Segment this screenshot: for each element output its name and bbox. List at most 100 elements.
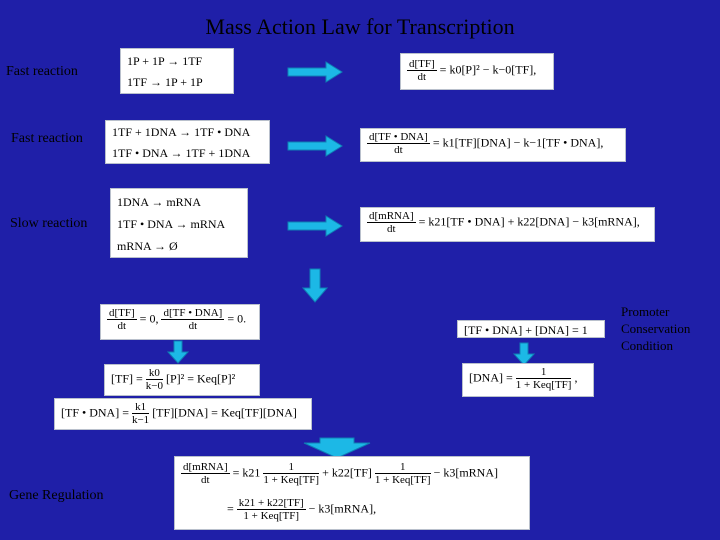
steady-state: d[TF] dt = 0, d[TF • DNA] dt = 0.	[107, 307, 246, 332]
tf-frac-den: k−0	[145, 380, 163, 392]
tf-equilibrium: [TF] = k0 k−0 [P]² = Keq[P]²	[111, 367, 235, 392]
reaction-3a-text: 1DNA → mRNA	[117, 195, 202, 209]
tf-frac: k0 k−0	[145, 367, 163, 392]
ode-2: d[TF • DNA] dt = k1[TF][DNA] − k−1[TF • …	[367, 131, 603, 156]
gene-regulation-line-2: = k21 + k22[TF] 1 + Keq[TF] − k3[mRNA],	[227, 497, 376, 522]
gene-regulation-label: Gene Regulation	[9, 488, 104, 503]
steady-a: d[TF] dt	[107, 307, 137, 332]
tfdna-equilibrium: [TF • DNA] = k1 k−1 [TF][DNA] = Keq[TF][…	[61, 401, 297, 426]
gr-l1-f1-num: 1	[263, 461, 320, 474]
tf-rhs: [P]² = Keq[P]²	[165, 371, 236, 386]
gr-l2-f: k21 + k22[TF] 1 + Keq[TF]	[236, 497, 306, 522]
right-arrow-icon	[287, 61, 343, 83]
reaction-box-1: 1P + 1P → 1TF 1TF → 1P + 1P	[120, 48, 234, 94]
gr-l2-b: − k3[mRNA],	[308, 501, 377, 516]
gr-l2-f-den: 1 + Keq[TF]	[243, 510, 300, 522]
steady-b-num: d[TF • DNA]	[161, 307, 225, 320]
promoter-label-line-2: Conservation	[621, 321, 691, 336]
tfdna-lhs: [TF • DNA] =	[61, 405, 129, 420]
reaction-3c-text: mRNA → Ø	[117, 239, 178, 253]
tfdna-rhs: [TF][DNA] = Keq[TF][DNA]	[152, 405, 297, 420]
steady-b-den: dt	[188, 320, 198, 332]
reaction-3b-text: 1TF • DNA → mRNA	[117, 217, 226, 231]
gr-l1-f2: 1 1 + Keq[TF]	[374, 461, 431, 486]
ode-2-den: dt	[394, 144, 403, 156]
fast-reaction-label-1: Fast reaction	[6, 64, 78, 79]
reaction-3b: 1TF • DNA → mRNA	[117, 217, 225, 232]
dna-lhs: [DNA] =	[469, 370, 513, 385]
page-title: Mass Action Law for Transcription	[205, 14, 515, 39]
gr-lhs: d[mRNA] dt	[181, 461, 230, 486]
tfdna-equilibrium-box: [TF • DNA] = k1 k−1 [TF][DNA] = Keq[TF][…	[54, 398, 312, 430]
steady-a-num: d[TF]	[107, 307, 137, 320]
dna-eq: [DNA] = 1 1 + Keq[TF] ,	[469, 366, 577, 391]
gr-l1-c: − k3[mRNA]	[433, 465, 498, 480]
down-arrow-icon	[303, 437, 371, 459]
promoter-label-line-3: Condition	[621, 338, 674, 353]
ode-1-num: d[TF]	[407, 58, 437, 71]
right-arrow-icon	[287, 215, 343, 237]
ode-1-lhs: d[TF] dt	[407, 58, 437, 83]
dna-box: [DNA] = 1 1 + Keq[TF] ,	[462, 363, 594, 397]
reaction-1a-text: 1P + 1P → 1TF	[127, 54, 203, 68]
ode-box-1: d[TF] dt = k0[P]² − k−0[TF],	[400, 53, 554, 90]
promoter-conservation-label: Promoter Conservation Condition	[621, 303, 716, 354]
gr-l1-a: = k21	[232, 465, 261, 480]
gr-l2-f-num: k21 + k22[TF]	[236, 497, 306, 510]
ode-3-rhs: = k21[TF • DNA] + k22[DNA] − k3[mRNA],	[418, 214, 640, 229]
ode-box-3: d[mRNA] dt = k21[TF • DNA] + k22[DNA] − …	[360, 207, 655, 242]
reaction-3a: 1DNA → mRNA	[117, 195, 201, 210]
gr-l1-b: + k22[TF]	[322, 465, 372, 480]
steady-a-den: dt	[117, 320, 127, 332]
reaction-box-2: 1TF + 1DNA → 1TF • DNA 1TF • DNA → 1TF +…	[105, 120, 270, 164]
tfdna-frac-den: k−1	[131, 414, 150, 426]
right-arrow-icon	[287, 135, 343, 157]
tf-frac-num: k0	[145, 367, 163, 380]
gr-l1-f2-num: 1	[374, 461, 431, 474]
gene-regulation-box: d[mRNA] dt = k21 1 1 + Keq[TF] + k22[TF]…	[174, 456, 530, 530]
dna-frac: 1 1 + Keq[TF]	[515, 366, 572, 391]
reaction-1a: 1P + 1P → 1TF	[127, 54, 202, 69]
reaction-2b-text: 1TF • DNA → 1TF + 1DNA	[112, 146, 251, 160]
ode-1: d[TF] dt = k0[P]² − k−0[TF],	[407, 58, 536, 83]
down-arrow-icon	[167, 340, 189, 364]
gr-l2-a: =	[227, 501, 234, 516]
down-arrow-icon	[513, 342, 535, 366]
conservation-eq: [TF • DNA] + [DNA] = 1	[464, 323, 588, 337]
conservation-box: [TF • DNA] + [DNA] = 1	[457, 320, 605, 338]
steady-state-box: d[TF] dt = 0, d[TF • DNA] dt = 0.	[100, 304, 260, 340]
dna-end: ,	[574, 370, 578, 385]
ode-3-num: d[mRNA]	[367, 210, 416, 223]
ode-1-den: dt	[417, 71, 427, 83]
reaction-2b: 1TF • DNA → 1TF + 1DNA	[112, 146, 250, 161]
reaction-2a: 1TF + 1DNA → 1TF • DNA	[112, 125, 250, 140]
ode-3: d[mRNA] dt = k21[TF • DNA] + k22[DNA] − …	[367, 210, 640, 235]
tfdna-frac: k1 k−1	[131, 401, 150, 426]
reaction-3c: mRNA → Ø	[117, 239, 178, 254]
slow-reaction-label: Slow reaction	[10, 216, 88, 231]
steady-b: d[TF • DNA] dt	[161, 307, 225, 332]
tf-lhs: [TF] =	[111, 371, 143, 386]
promoter-label-line-1: Promoter	[621, 304, 670, 319]
steady-sep: = 0,	[139, 311, 159, 326]
dna-frac-den: 1 + Keq[TF]	[515, 379, 572, 391]
gene-regulation-line-1: d[mRNA] dt = k21 1 1 + Keq[TF] + k22[TF]…	[181, 461, 498, 486]
fast-reaction-label-2: Fast reaction	[11, 131, 83, 146]
ode-2-rhs: = k1[TF][DNA] − k−1[TF • DNA],	[432, 135, 604, 150]
ode-1-rhs: = k0[P]² − k−0[TF],	[439, 62, 537, 77]
tfdna-frac-num: k1	[131, 401, 150, 414]
ode-2-lhs: d[TF • DNA] dt	[367, 131, 430, 156]
steady-end: = 0.	[227, 311, 247, 326]
reaction-1b: 1TF → 1P + 1P	[127, 75, 203, 90]
tf-equilibrium-box: [TF] = k0 k−0 [P]² = Keq[P]²	[104, 364, 260, 396]
gr-l1-f2-den: 1 + Keq[TF]	[374, 474, 431, 486]
reaction-2a-text: 1TF + 1DNA → 1TF • DNA	[112, 125, 251, 139]
ode-2-num: d[TF • DNA]	[367, 131, 430, 144]
gr-lhs-num: d[mRNA]	[181, 461, 230, 474]
ode-3-lhs: d[mRNA] dt	[367, 210, 416, 235]
reaction-1b-text: 1TF → 1P + 1P	[127, 75, 203, 89]
ode-box-2: d[TF • DNA] dt = k1[TF][DNA] − k−1[TF • …	[360, 128, 626, 162]
gr-l1-f1-den: 1 + Keq[TF]	[263, 474, 320, 486]
reaction-box-3: 1DNA → mRNA 1TF • DNA → mRNA mRNA → Ø	[110, 188, 248, 258]
gr-lhs-den: dt	[201, 474, 210, 486]
